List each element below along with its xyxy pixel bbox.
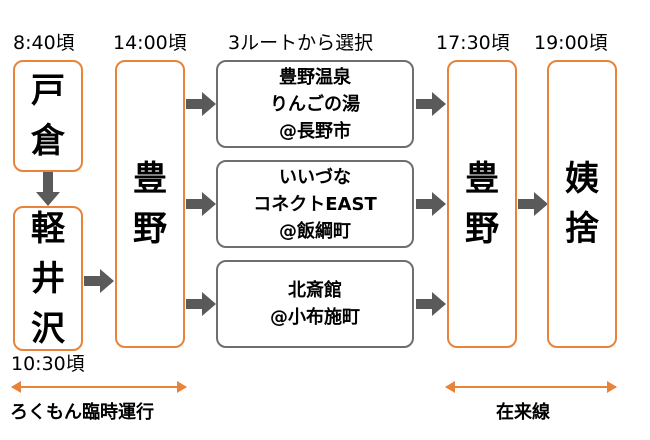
station-obasute-char-1: 姨 — [565, 159, 599, 199]
route-option-3: 北斎館 @小布施町 — [216, 260, 414, 348]
station-toyono-arrive: 豊 野 — [115, 60, 185, 348]
station-karuizawa-char-1: 軽 — [31, 208, 65, 249]
station-toguchi-char-1: 戸 — [31, 71, 65, 111]
route-2-line-3: @飯綱町 — [279, 220, 351, 242]
arrow-toyono-to-route-1 — [186, 92, 216, 116]
time-label-depart: 8:40頃 — [13, 32, 75, 54]
station-toguchi-char-2: 倉 — [31, 121, 65, 161]
arrow-route-3-to-toyono — [416, 292, 446, 316]
station-karuizawa: 軽 井 沢 — [13, 206, 83, 351]
time-label-toyono-arrive: 14:00頃 — [113, 32, 187, 54]
route-2-line-1: いいづな — [279, 166, 351, 188]
station-toyono-depart-char-2: 野 — [465, 209, 499, 249]
route-choice-label: 3ルートから選択 — [228, 32, 374, 54]
route-1-line-1: 豊野温泉 — [279, 66, 351, 88]
time-label-karuizawa: 10:30頃 — [11, 353, 85, 375]
caption-local-line: 在来線 — [496, 402, 550, 423]
route-2-line-2: コネクトEAST — [253, 193, 377, 215]
station-karuizawa-char-3: 沢 — [31, 308, 65, 349]
time-label-toyono-depart: 17:30頃 — [436, 32, 510, 54]
arrow-toyono-to-route-3 — [186, 292, 216, 316]
arrow-karuizawa-to-toyono — [84, 269, 114, 293]
station-karuizawa-char-2: 井 — [31, 258, 65, 299]
station-toguchi: 戸 倉 — [13, 60, 83, 172]
station-toyono-arrive-char-2: 野 — [133, 209, 167, 249]
route-3-line-1: 北斎館 — [288, 280, 342, 301]
span-arrow-local-line — [445, 381, 617, 393]
station-toyono-depart: 豊 野 — [447, 60, 517, 348]
station-obasute: 姨 捨 — [547, 60, 617, 348]
arrow-toyono-to-route-2 — [186, 192, 216, 216]
route-3-line-2: @小布施町 — [270, 307, 360, 328]
arrow-route-2-to-toyono — [416, 192, 446, 216]
route-1-line-3: @長野市 — [279, 120, 351, 142]
caption-rokumon-special: ろくもん臨時運行 — [10, 402, 154, 423]
span-arrow-rokumon — [11, 381, 187, 393]
station-toyono-arrive-char-1: 豊 — [133, 159, 167, 199]
route-option-2: いいづな コネクトEAST @飯綱町 — [216, 160, 414, 248]
route-option-1: 豊野温泉 りんごの湯 @長野市 — [216, 60, 414, 148]
arrow-down-toguchi-to-karuizawa — [36, 172, 60, 206]
arrow-toyono-to-obasute — [518, 192, 548, 216]
arrow-route-1-to-toyono — [416, 92, 446, 116]
station-toyono-depart-char-1: 豊 — [465, 159, 499, 199]
time-label-obasute-arrive: 19:00頃 — [534, 32, 608, 54]
route-1-line-2: りんごの湯 — [270, 93, 360, 115]
station-obasute-char-2: 捨 — [565, 209, 599, 249]
